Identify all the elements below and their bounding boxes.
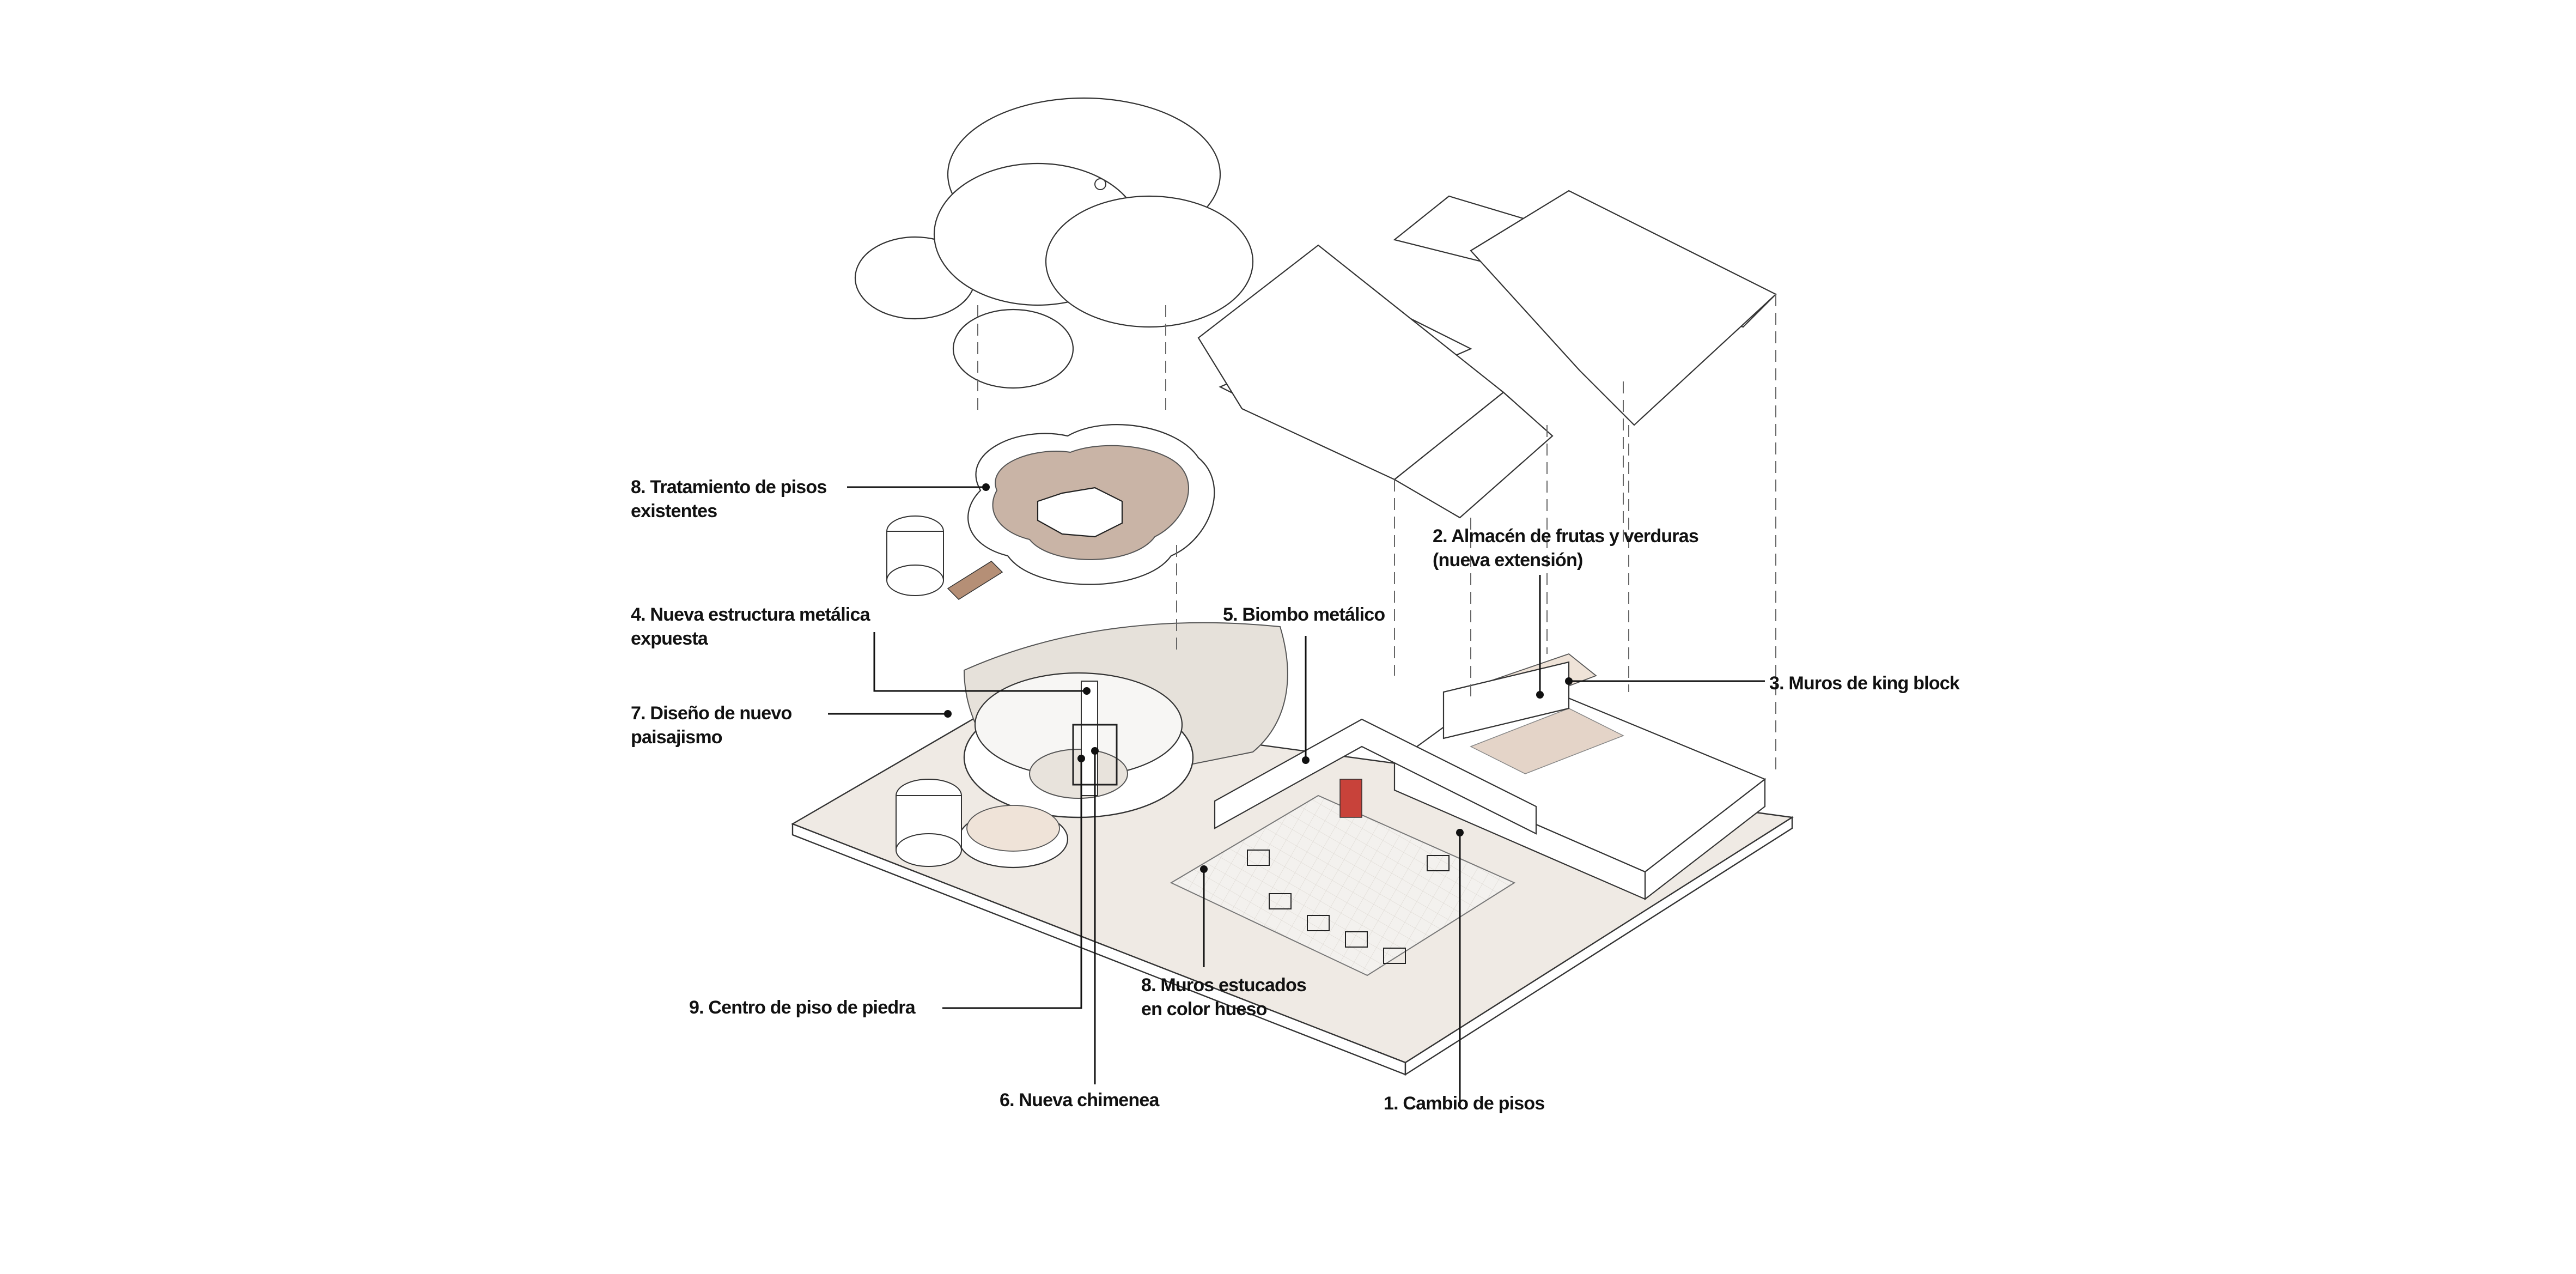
label-steel-structure-line1: 4. Nueva estructura metálica bbox=[631, 604, 870, 625]
storage-extension bbox=[1393, 653, 1767, 901]
dining-tables bbox=[1247, 850, 1450, 964]
ground-side-right bbox=[1404, 816, 1793, 1076]
label-storage-line1: 2. Almacén de frutas y verduras bbox=[1433, 526, 1699, 547]
metal-screen-accent bbox=[1339, 779, 1362, 818]
label-metal-screen: 5. Biombo metálico bbox=[1223, 603, 1385, 627]
label-landscape-line1: 7. Diseño de nuevo bbox=[631, 703, 792, 724]
stair bbox=[947, 561, 1003, 600]
label-steel-structure: 4. Nueva estructura metálica expuesta bbox=[631, 603, 870, 651]
leader-lines bbox=[828, 483, 1765, 1103]
label-king-block-line1: 3. Muros de king block bbox=[1769, 673, 1960, 694]
stone-floor-center bbox=[1029, 749, 1128, 799]
label-stone-floor: 9. Centro de piso de piedra bbox=[689, 996, 916, 1020]
roof-petals bbox=[854, 97, 1254, 389]
label-stone-floor-line1: 9. Centro de piso de piedra bbox=[689, 997, 916, 1018]
upper-floor-rotunda bbox=[886, 424, 1215, 600]
label-chimney-line1: 6. Nueva chimenea bbox=[1000, 1090, 1159, 1111]
label-stucco-walls-line1: 8. Muros estucados bbox=[1141, 975, 1307, 996]
projection-lines bbox=[977, 294, 1776, 774]
label-storage: 2. Almacén de frutas y verduras (nueva e… bbox=[1433, 524, 1699, 572]
label-stucco-walls-line2: en color hueso bbox=[1141, 999, 1267, 1020]
gable-roofs bbox=[1197, 190, 1777, 519]
label-floor-treatment: 8. Tratamiento de pisos existentes bbox=[631, 475, 827, 523]
dining-wing bbox=[1170, 718, 1537, 976]
label-floor-treatment-line2: existentes bbox=[631, 501, 717, 521]
label-metal-screen-line1: 5. Biombo metálico bbox=[1223, 604, 1385, 625]
label-king-block: 3. Muros de king block bbox=[1769, 671, 1960, 695]
label-floor-treatment-line1: 8. Tratamiento de pisos bbox=[631, 477, 827, 498]
dining-tile-floor bbox=[1170, 794, 1516, 976]
label-steel-structure-line2: expuesta bbox=[631, 628, 708, 649]
label-stucco-walls: 8. Muros estucados en color hueso bbox=[1141, 973, 1307, 1021]
storage-floor-finish bbox=[1470, 708, 1624, 774]
label-landscape-line2: paisajismo bbox=[631, 727, 723, 748]
label-chimney: 6. Nueva chimenea bbox=[1000, 1088, 1159, 1112]
label-floor-change: 1. Cambio de pisos bbox=[1384, 1091, 1545, 1115]
upper-void-octagon bbox=[1037, 487, 1123, 538]
label-landscape: 7. Diseño de nuevo paisajismo bbox=[631, 701, 792, 749]
label-storage-line2: (nueva extensión) bbox=[1433, 550, 1583, 571]
label-floor-change-line1: 1. Cambio de pisos bbox=[1384, 1093, 1545, 1114]
